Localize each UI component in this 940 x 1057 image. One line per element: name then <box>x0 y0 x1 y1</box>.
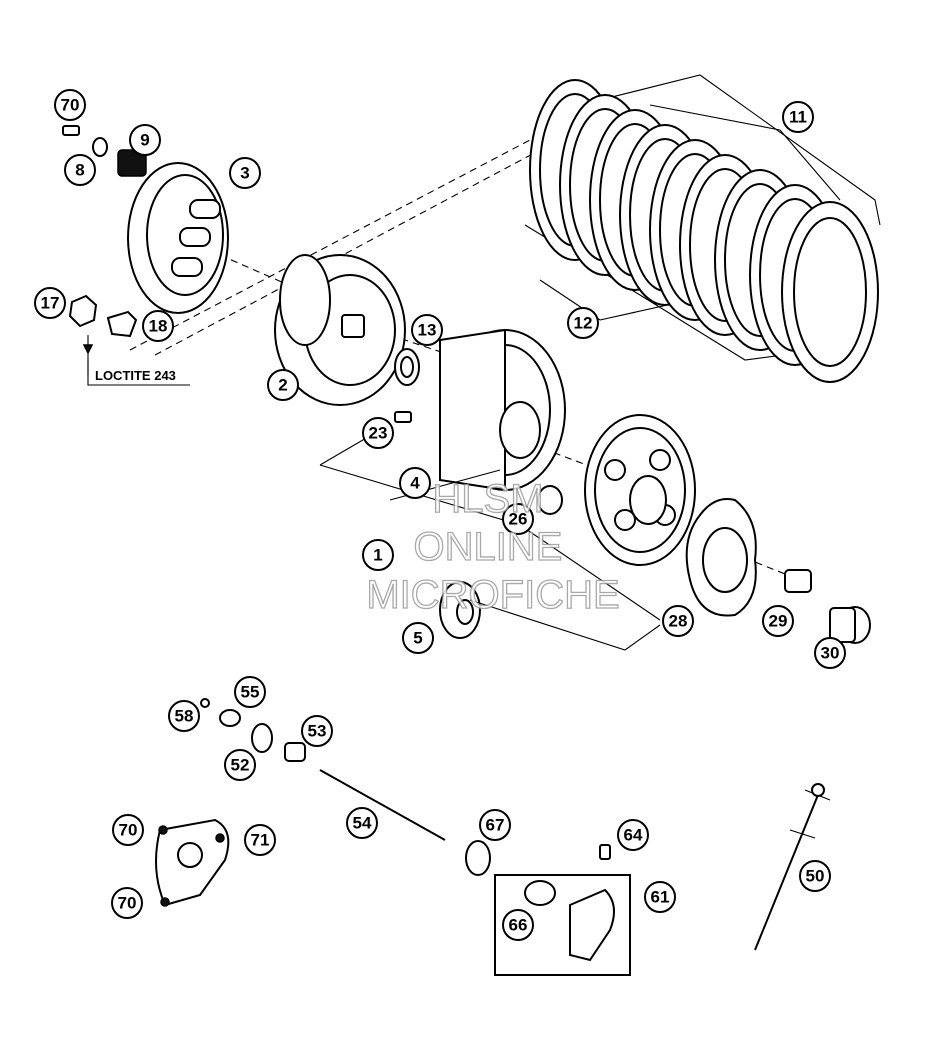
clutch-plates <box>529 79 879 383</box>
callout-11: 11 <box>782 101 814 133</box>
svg-text:70: 70 <box>61 96 80 115</box>
callout-18: 18 <box>142 310 174 342</box>
callout-2: 2 <box>267 369 299 401</box>
svg-text:64: 64 <box>624 826 643 845</box>
svg-text:8: 8 <box>75 161 84 180</box>
release-cover <box>155 818 230 907</box>
loctite-note: LOCTITE 243 <box>87 360 190 386</box>
svg-text:5: 5 <box>413 629 422 648</box>
svg-text:23: 23 <box>369 424 388 443</box>
svg-text:58: 58 <box>175 707 194 726</box>
callout-50: 50 <box>799 860 831 892</box>
svg-text:18: 18 <box>149 317 168 336</box>
svg-text:26: 26 <box>509 510 528 529</box>
watermark-line2: ONLINE <box>414 525 563 569</box>
svg-text:67: 67 <box>486 816 505 835</box>
callout-12: 12 <box>567 307 599 339</box>
callout-1: 1 <box>362 539 394 571</box>
callout-17: 17 <box>34 287 66 319</box>
inner-clutch-hub <box>274 254 406 406</box>
callout-5: 5 <box>402 622 434 654</box>
callout-66: 66 <box>502 909 534 941</box>
callout-4: 4 <box>399 467 431 499</box>
callout-28: 28 <box>662 605 694 637</box>
callout-61: 61 <box>644 881 676 913</box>
pressure-plate <box>127 162 229 314</box>
watermark-line3: MICROFICHE <box>366 573 619 617</box>
svg-text:1: 1 <box>373 546 382 565</box>
loctite-label: LOCTITE 243 <box>95 368 176 383</box>
svg-text:71: 71 <box>251 831 270 850</box>
callout-29: 29 <box>762 605 794 637</box>
callouts: 70 8 9 3 17 18 2 13 11 12 23 4 26 1 5 <box>34 89 846 941</box>
needle-bearing-bushing <box>784 569 871 644</box>
svg-text:3: 3 <box>240 164 249 183</box>
nut-lockwasher <box>68 294 138 375</box>
grease-syringe <box>754 783 831 951</box>
callout-58: 58 <box>168 700 200 732</box>
svg-text:4: 4 <box>410 474 420 493</box>
callout-23: 23 <box>362 417 394 449</box>
callout-70-bottom: 70 <box>111 887 143 919</box>
thrust-washer <box>394 348 420 386</box>
svg-text:53: 53 <box>308 722 327 741</box>
svg-text:29: 29 <box>769 612 788 631</box>
callout-70-mid: 70 <box>112 814 144 846</box>
svg-text:55: 55 <box>241 683 260 702</box>
svg-text:70: 70 <box>119 821 138 840</box>
svg-text:17: 17 <box>41 294 60 313</box>
svg-text:12: 12 <box>574 314 593 333</box>
watermark-line1: HLSM <box>432 477 543 521</box>
svg-text:61: 61 <box>651 888 670 907</box>
svg-text:52: 52 <box>231 756 250 775</box>
callout-64: 64 <box>617 819 649 851</box>
callout-70-top: 70 <box>54 89 86 121</box>
svg-text:9: 9 <box>140 131 149 150</box>
svg-text:11: 11 <box>789 108 807 127</box>
watermark: HLSM ONLINE MICROFICHE <box>366 476 621 617</box>
svg-text:2: 2 <box>278 376 287 395</box>
svg-text:70: 70 <box>118 894 137 913</box>
callout-26: 26 <box>502 503 534 535</box>
needle-bearing-26 <box>537 485 563 515</box>
svg-text:54: 54 <box>353 814 372 833</box>
callout-30: 30 <box>814 637 846 669</box>
basket-bolt <box>394 411 412 423</box>
clutch-basket <box>439 328 566 492</box>
svg-text:50: 50 <box>806 867 825 886</box>
callout-55: 55 <box>234 676 266 708</box>
release-parts <box>200 698 611 876</box>
primary-gear <box>584 414 696 566</box>
svg-text:30: 30 <box>821 644 840 663</box>
small-gear <box>439 581 481 639</box>
callout-54: 54 <box>346 807 378 839</box>
callout-67: 67 <box>479 809 511 841</box>
callout-71: 71 <box>244 824 276 856</box>
svg-text:28: 28 <box>669 612 688 631</box>
callout-53: 53 <box>301 715 333 747</box>
spring-washer-screw <box>62 125 147 177</box>
callout-13: 13 <box>411 314 443 346</box>
svg-text:13: 13 <box>418 321 437 340</box>
callout-9: 9 <box>129 124 161 156</box>
callout-8: 8 <box>64 154 96 186</box>
svg-text:66: 66 <box>509 916 528 935</box>
callout-3: 3 <box>229 157 261 189</box>
callout-52: 52 <box>224 749 256 781</box>
thrust-plate <box>685 498 757 617</box>
